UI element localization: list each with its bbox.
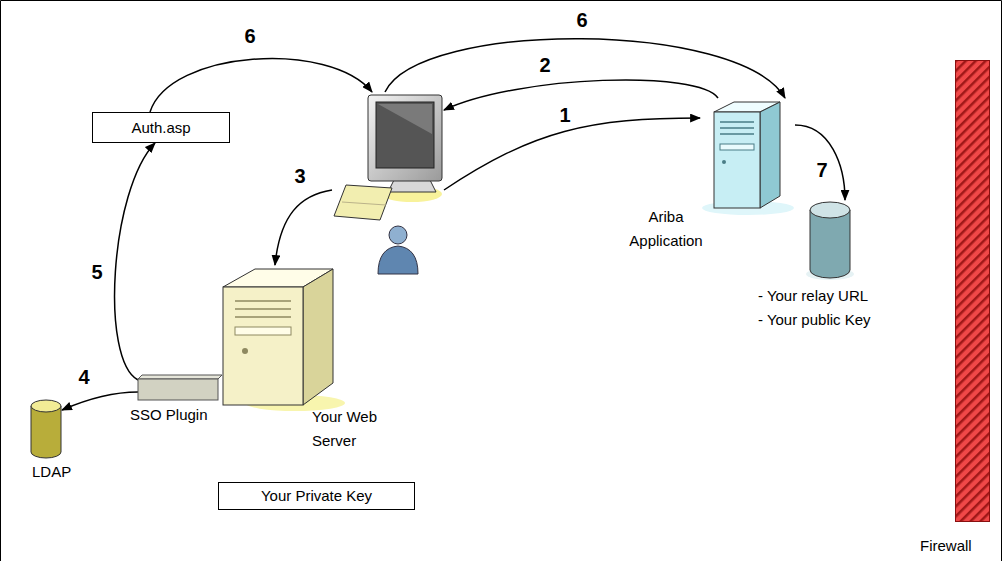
node-label: Auth.asp (131, 116, 190, 140)
label-holder: Firewall (920, 534, 972, 558)
step-holder: 6 (574, 9, 589, 31)
callout-number: 1 (557, 104, 572, 126)
firewall-bar-icon (955, 60, 990, 522)
label-holder: Ariba Application (618, 205, 714, 253)
flow-arrow (62, 392, 138, 410)
user-workstation (332, 92, 444, 277)
flow-arrow (444, 80, 718, 110)
callout-number: 6 (242, 25, 257, 47)
flow-arrow (444, 118, 700, 190)
key-box: Your Private Key (218, 482, 415, 510)
node-label: - Your public Key (758, 311, 871, 328)
flow-arrow (115, 143, 155, 380)
flow-arrow (385, 39, 785, 98)
page-box: Auth.asp (92, 112, 230, 143)
node-label: Ariba Application (629, 208, 702, 249)
callout-number: 6 (574, 9, 589, 31)
callout-number: 2 (537, 54, 552, 76)
flow-arrow (795, 125, 845, 200)
ldap-store: LDAP (30, 398, 62, 460)
node-label: Firewall (920, 537, 972, 554)
step-holder: 4 (76, 366, 91, 388)
node-label: - Your relay URL (758, 287, 868, 304)
flow-arrow (150, 59, 372, 112)
firewall-bar: Firewall (955, 60, 990, 522)
web-server-icon (215, 265, 340, 410)
app-server: Ariba Application (700, 98, 795, 215)
label-holder: LDAP (32, 460, 71, 484)
user-workstation-icon (332, 92, 444, 277)
callout-number: 7 (814, 159, 829, 181)
node-label: LDAP (32, 463, 71, 480)
callout-number: 4 (76, 366, 91, 388)
plugin-module-icon (138, 375, 222, 400)
label-holder: - Your relay URL (758, 284, 868, 308)
app-server-icon (700, 98, 795, 215)
config-store: - Your relay URL- Your public Key (808, 200, 852, 280)
step-holder: 6 (242, 25, 257, 47)
web-server: Your Web Server (215, 265, 340, 410)
label-holder: - Your public Key (758, 308, 871, 332)
node-label: Your Web Server (312, 408, 377, 449)
step-holder: 1 (557, 104, 572, 126)
node-label: Your Private Key (261, 484, 372, 508)
label-holder: SSO Plugin (130, 403, 208, 427)
plugin-module: SSO Plugin (138, 375, 222, 400)
step-holder: 5 (89, 261, 104, 283)
config-store-icon (808, 200, 852, 280)
step-holder: 7 (814, 159, 829, 181)
callout-number: 5 (89, 261, 104, 283)
step-holder: 2 (537, 54, 552, 76)
callout-number: 3 (292, 165, 307, 187)
flow-arrow (275, 190, 332, 265)
step-holder: 3 (292, 165, 307, 187)
label-holder: Your Web Server (312, 405, 394, 453)
node-label: SSO Plugin (130, 406, 208, 423)
ldap-store-icon (30, 398, 62, 460)
